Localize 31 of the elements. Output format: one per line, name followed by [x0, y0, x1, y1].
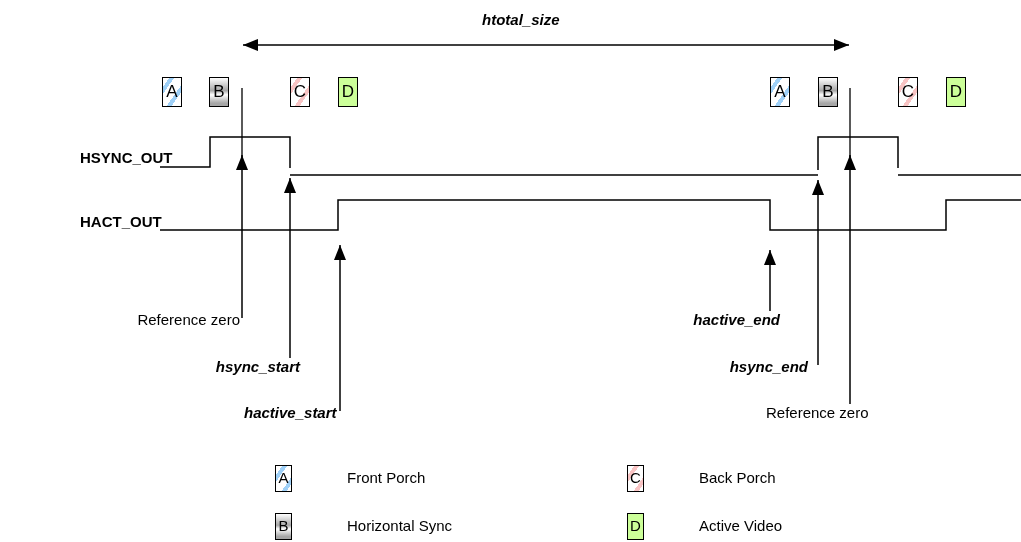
legend-text: Horizontal Sync: [347, 517, 453, 535]
legend-text: Active Video: [699, 517, 783, 535]
legend-text: Front Porch: [347, 469, 426, 487]
leader-arrow: [236, 154, 248, 319]
legend-letter: A: [277, 468, 290, 488]
leader-arrow: [844, 154, 856, 405]
leader-arrow: [334, 244, 346, 412]
region-marker-box: C: [898, 77, 918, 107]
leader-arrow: [764, 249, 776, 312]
region-marker-box: B: [818, 77, 838, 107]
signal-name: HACT_OUT: [80, 213, 162, 231]
region-marker-box: A: [162, 77, 182, 107]
signal-parameter-label: hactive_start: [244, 404, 337, 422]
signal-parameter-label: hsync_start: [215, 358, 300, 376]
signal-parameter-label: hsync_end: [729, 358, 808, 376]
signal-parameter-label: hactive_end: [693, 311, 780, 329]
legend-letter: C: [629, 468, 642, 488]
region-marker-box: C: [290, 77, 310, 107]
legend-letter: D: [629, 516, 642, 536]
region-marker-box: D: [946, 77, 966, 107]
region-marker-box: B: [209, 77, 229, 107]
reference-label: Reference zero: [766, 404, 869, 422]
leader-arrow: [284, 177, 296, 359]
signal-name: HSYNC_OUT: [80, 149, 173, 167]
legend-letter: B: [277, 516, 290, 536]
region-marker-box: A: [770, 77, 790, 107]
reference-label: Reference zero: [137, 311, 240, 329]
leader-arrow: [812, 179, 824, 366]
dimension-label: htotal_size: [482, 11, 560, 29]
region-marker-box: D: [338, 77, 358, 107]
legend-text: Back Porch: [699, 469, 776, 487]
